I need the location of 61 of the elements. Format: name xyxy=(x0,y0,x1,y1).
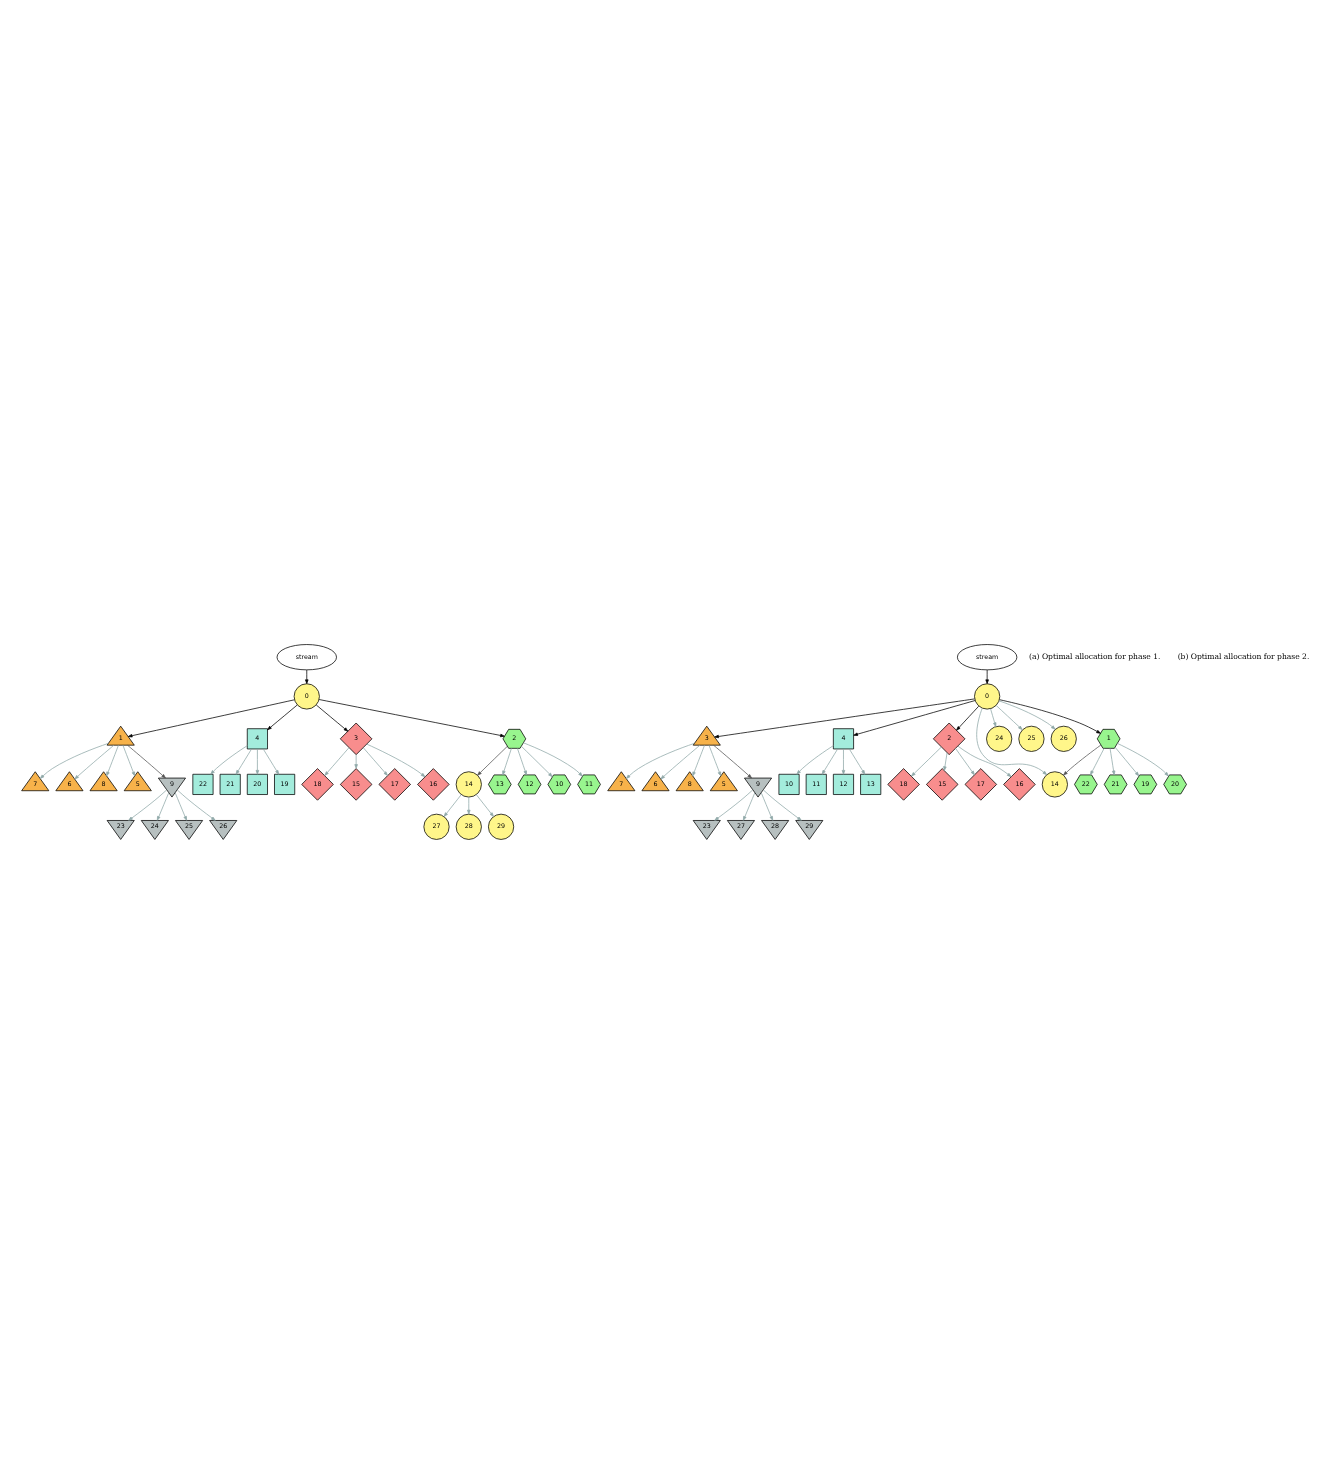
arrow xyxy=(760,792,774,821)
arrow xyxy=(502,748,512,776)
arrow xyxy=(324,747,350,776)
arrow xyxy=(262,748,280,775)
arrow xyxy=(976,707,1047,776)
arrow xyxy=(849,748,866,775)
arrow xyxy=(660,744,701,780)
arrow xyxy=(796,745,834,775)
arrow xyxy=(1063,744,1102,776)
arrow xyxy=(267,704,298,731)
arrow xyxy=(1109,748,1116,776)
arrow xyxy=(443,794,462,817)
arrow xyxy=(477,746,508,776)
arrow xyxy=(305,669,309,684)
arrow xyxy=(174,792,187,821)
arrow xyxy=(714,789,754,821)
arrow xyxy=(853,700,976,736)
arrow xyxy=(128,789,168,821)
arrow xyxy=(318,699,505,738)
arrow xyxy=(315,704,349,732)
arrow xyxy=(156,792,170,821)
arrow xyxy=(713,744,752,779)
arrow xyxy=(998,700,1056,730)
arrow xyxy=(955,748,975,776)
arrow xyxy=(517,748,527,776)
arrow xyxy=(210,745,248,775)
arrow xyxy=(957,745,1012,778)
arrow xyxy=(1117,743,1169,777)
arrow xyxy=(235,748,252,775)
arrow xyxy=(714,698,975,739)
arrow xyxy=(956,705,980,731)
arrow xyxy=(122,744,136,777)
arrow xyxy=(625,743,695,779)
arrow xyxy=(841,748,846,775)
arrow xyxy=(354,754,358,769)
arrow xyxy=(999,699,1101,734)
arrow xyxy=(467,796,471,815)
arrow xyxy=(990,708,997,727)
arrow xyxy=(74,744,115,780)
arrow xyxy=(911,746,942,777)
arrow xyxy=(523,742,583,777)
arrow xyxy=(366,743,426,778)
arrow xyxy=(762,789,802,821)
arrow xyxy=(821,748,838,775)
arrow xyxy=(985,669,989,684)
arrow xyxy=(127,699,295,738)
arrow xyxy=(476,794,494,817)
arrow xyxy=(708,744,722,777)
arrow xyxy=(743,792,756,821)
arrow xyxy=(943,752,948,771)
arrow xyxy=(1114,746,1140,777)
arrow xyxy=(176,789,216,821)
arrow xyxy=(39,743,109,779)
arrow xyxy=(362,747,388,776)
arrow xyxy=(995,705,1023,730)
arrow xyxy=(692,744,705,777)
arrow xyxy=(521,746,553,778)
arrow xyxy=(1090,748,1105,776)
arrow xyxy=(255,748,260,775)
arrow xyxy=(106,744,119,777)
arrow xyxy=(127,744,166,779)
